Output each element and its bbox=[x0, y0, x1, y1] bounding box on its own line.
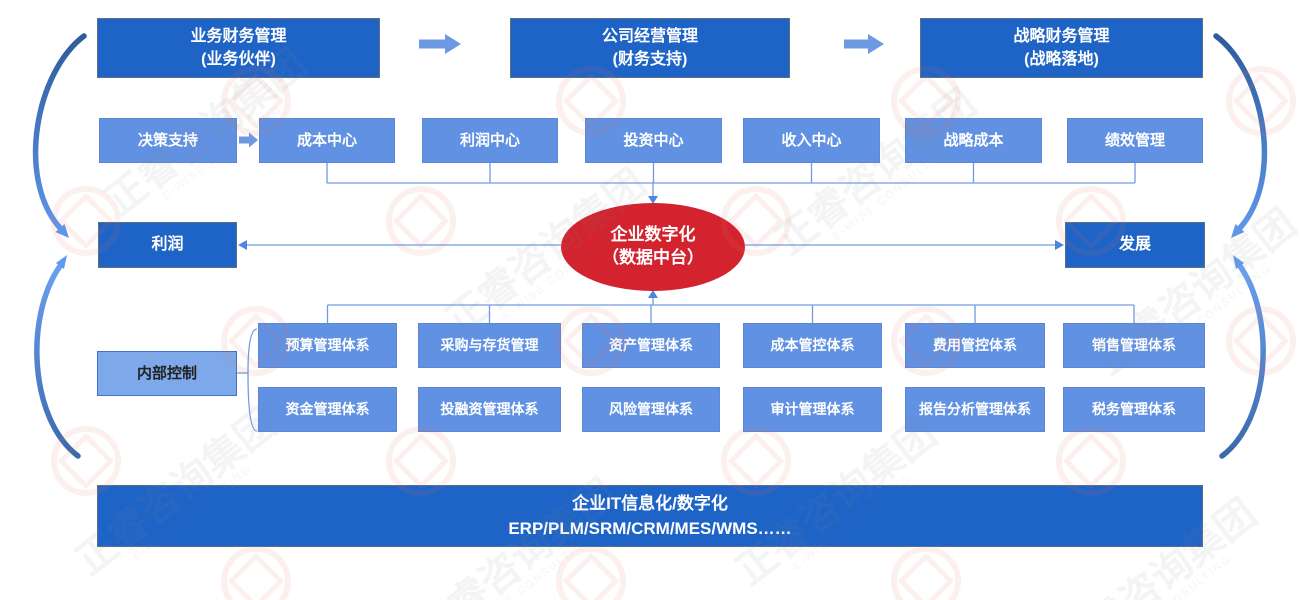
system-label: 预算管理体系 bbox=[285, 337, 370, 354]
top-flow-arrow-2 bbox=[844, 34, 884, 54]
hub-line1: 企业数字化 bbox=[610, 225, 696, 245]
investment-center-box: 投资中心 bbox=[585, 118, 722, 163]
internal-control-label: 内部控制 bbox=[136, 364, 197, 382]
system-box-tax: 税务管理体系 bbox=[1063, 387, 1205, 432]
banner-line1: 企业IT信息化/数字化 bbox=[572, 493, 728, 513]
center-label: 战略成本 bbox=[943, 131, 1004, 149]
center-label: 投资中心 bbox=[623, 131, 684, 149]
profit-box: 利润 bbox=[98, 222, 237, 268]
system-box-sales: 销售管理体系 bbox=[1063, 323, 1205, 368]
top-box-business-finance: 业务财务管理 (业务伙伴) bbox=[97, 18, 380, 78]
revenue-center-box: 收入中心 bbox=[743, 118, 880, 163]
top-box-line2: (财务支持) bbox=[612, 51, 688, 68]
system-label: 审计管理体系 bbox=[770, 401, 855, 418]
system-box-risk: 风险管理体系 bbox=[582, 387, 720, 432]
system-box-budget: 预算管理体系 bbox=[258, 323, 397, 368]
performance-mgmt-box: 绩效管理 bbox=[1067, 118, 1203, 163]
banner-line2: ERP/PLM/SRM/CRM/MES/WMS…… bbox=[508, 519, 792, 538]
center-label: 收入中心 bbox=[781, 131, 842, 149]
hub-to-systems-connectors bbox=[326, 297, 1135, 323]
hub-to-development-arrow bbox=[745, 240, 1064, 250]
system-box-procurement-inventory: 采购与存货管理 bbox=[418, 323, 561, 368]
right-top-curved-arrow bbox=[1213, 33, 1268, 238]
decision-support-box: 决策支持 bbox=[99, 118, 237, 163]
decision-support-label: 决策支持 bbox=[137, 131, 198, 149]
system-label: 销售管理体系 bbox=[1092, 337, 1176, 354]
system-box-audit: 审计管理体系 bbox=[743, 387, 882, 432]
system-label: 资产管理体系 bbox=[609, 337, 693, 354]
internal-control-bracket bbox=[237, 328, 258, 432]
it-digitalization-banner: 企业IT信息化/数字化 ERP/PLM/SRM/CRM/MES/WMS…… bbox=[97, 485, 1203, 547]
center-label: 绩效管理 bbox=[1104, 131, 1165, 149]
decision-support-arrow bbox=[239, 132, 258, 148]
system-box-expense-control: 费用管控体系 bbox=[905, 323, 1045, 368]
center-label: 利润中心 bbox=[459, 131, 520, 149]
top-box-line1: 公司经营管理 bbox=[601, 27, 698, 45]
left-top-curved-arrow bbox=[32, 33, 87, 238]
system-label: 报告分析管理体系 bbox=[919, 401, 1031, 418]
top-box-line1: 业务财务管理 bbox=[190, 27, 287, 45]
hub-to-profit-arrow bbox=[238, 240, 561, 250]
profit-label: 利润 bbox=[151, 236, 184, 254]
top-box-line1: 战略财务管理 bbox=[1013, 27, 1110, 45]
system-label: 资金管理体系 bbox=[285, 401, 370, 418]
top-flow-arrow-1 bbox=[419, 34, 461, 54]
left-bottom-curved-arrow bbox=[34, 255, 81, 459]
system-label: 费用管控体系 bbox=[933, 337, 1017, 354]
center-label: 成本中心 bbox=[296, 131, 357, 149]
system-box-cost-control: 成本管控体系 bbox=[743, 323, 882, 368]
digitalization-hub-ellipse: 企业数字化 （数据中台） bbox=[561, 203, 745, 291]
cost-center-box: 成本中心 bbox=[259, 118, 395, 163]
hub-up-arrowhead bbox=[648, 290, 658, 298]
system-box-funds: 资金管理体系 bbox=[258, 387, 397, 432]
internal-control-box: 内部控制 bbox=[97, 351, 237, 396]
profit-center-box: 利润中心 bbox=[422, 118, 558, 163]
system-box-report-analysis: 报告分析管理体系 bbox=[905, 387, 1045, 432]
strategic-cost-box: 战略成本 bbox=[905, 118, 1042, 163]
right-bottom-curved-arrow bbox=[1219, 255, 1266, 459]
top-box-strategic-finance: 战略财务管理 (战略落地) bbox=[920, 18, 1203, 78]
system-label: 税务管理体系 bbox=[1092, 401, 1176, 418]
system-label: 成本管控体系 bbox=[770, 337, 855, 354]
system-box-assets: 资产管理体系 bbox=[582, 323, 720, 368]
hub-line2: （数据中台） bbox=[602, 248, 704, 267]
system-label: 采购与存货管理 bbox=[440, 337, 539, 354]
centers-to-hub-connectors bbox=[326, 163, 1136, 197]
top-box-line2: (业务伙伴) bbox=[201, 51, 276, 68]
system-box-investment-financing: 投融资管理体系 bbox=[418, 387, 561, 432]
hub-down-arrowhead bbox=[648, 196, 658, 204]
system-label: 投融资管理体系 bbox=[440, 401, 539, 418]
top-box-line2: (战略落地) bbox=[1024, 51, 1099, 68]
system-label: 风险管理体系 bbox=[609, 401, 693, 418]
development-label: 发展 bbox=[1118, 236, 1151, 254]
development-box: 发展 bbox=[1065, 222, 1205, 268]
top-box-company-operation: 公司经营管理 (财务支持) bbox=[510, 18, 790, 78]
